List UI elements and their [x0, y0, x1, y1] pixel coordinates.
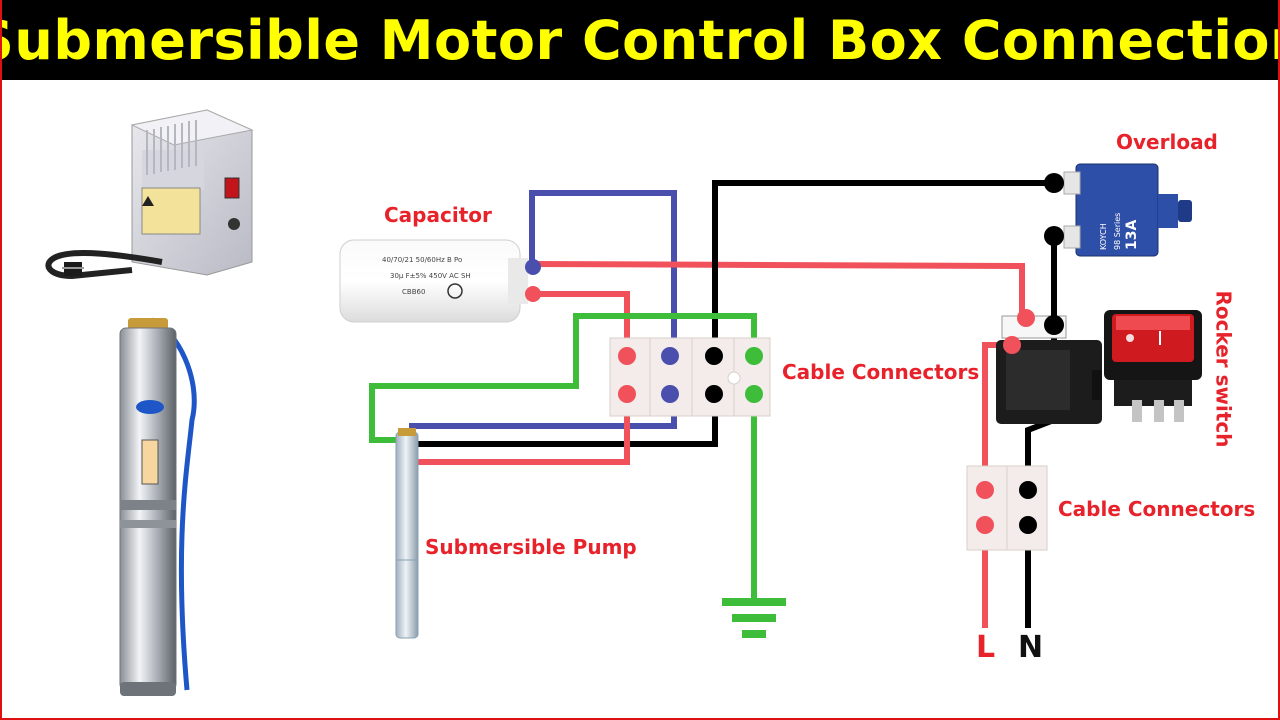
label-overload: Overload [1116, 130, 1218, 154]
wire-red-pump [409, 393, 630, 465]
capacitor-icon: 40/70/21 50/60Hz B Po 30µ F±5% 450V AC S… [339, 239, 541, 323]
wire-red-capacitor-to-connector [529, 291, 630, 359]
label-submersible-pump: Submersible Pump [425, 535, 637, 559]
ground-symbol-icon [722, 598, 786, 638]
rocker-switch-wired-icon [996, 309, 1102, 424]
wire-green-earth-pump [369, 313, 757, 443]
wire-red-capacitor-to-switch [528, 260, 1025, 323]
overload-print-series: 98 Series [1113, 213, 1122, 250]
title-bar: Submersible Motor Control Box Connection [0, 0, 1280, 80]
label-cable-connectors-main: Cable Connectors [782, 360, 980, 384]
submersible-pump-small-icon [395, 428, 419, 639]
label-cable-connectors-supply: Cable Connectors [1058, 497, 1256, 521]
submersible-pump-icon [119, 317, 197, 696]
overload-breaker-icon: KOYCH 98 Series 13A [1044, 163, 1192, 257]
rocker-switch-icon [1104, 310, 1202, 422]
wire-black-to-overload [712, 180, 1057, 359]
wire-blue-capacitor [529, 190, 677, 359]
label-live: L [976, 630, 996, 665]
label-rocker-switch: Rocker switch [1211, 290, 1236, 448]
capacitor-print-line1: 40/70/21 50/60Hz B Po [382, 256, 462, 264]
terminal-block-icon [609, 337, 771, 417]
label-capacitor: Capacitor [384, 203, 492, 227]
capacitor-print-line2: 30µ F±5% 450V AC SH [390, 272, 471, 280]
page-title: Submersible Motor Control Box Connection [0, 8, 1280, 72]
terminal-block-supply-icon [966, 465, 1048, 551]
label-neutral: N [1018, 630, 1044, 665]
control-box-icon [45, 109, 254, 280]
overload-print-rating: 13A [1124, 220, 1140, 250]
capacitor-print-brand: CBB60 [402, 288, 425, 296]
overload-print-brand: KOYCH [1099, 223, 1108, 250]
